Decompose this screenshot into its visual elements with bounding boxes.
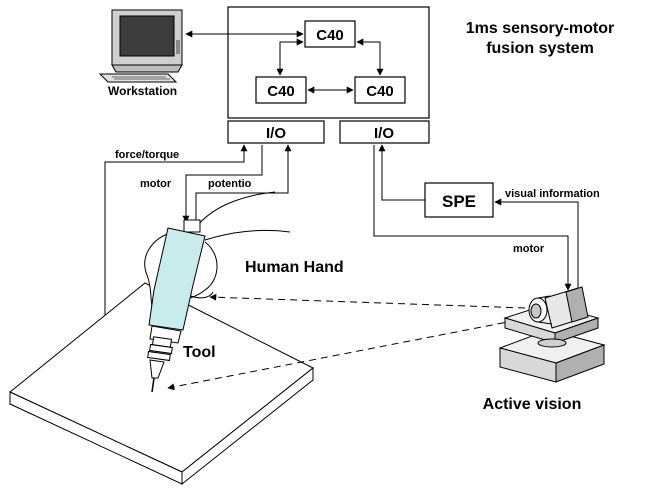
system-title-line2: fusion system [486,40,594,57]
io-right-box: I/O [339,120,430,144]
workstation-label: Workstation [108,84,177,98]
sight-line-tool [167,317,529,391]
motor-right-arrow [373,145,572,291]
c40-top-left-arrow [276,38,304,76]
spe-label: SPE [442,192,476,211]
motor-left-label: motor [140,178,172,190]
tool-illustration [147,219,206,393]
c40-left-label: C40 [267,83,295,100]
workstation-computer-icon [98,9,183,83]
io-left-label: I/O [266,125,286,142]
c40-top-right-arrow [356,38,384,76]
potentio-arrow [195,144,292,222]
visual-information-label: visual information [505,188,600,200]
sight-line-hand [209,293,526,309]
active-vision-camera-icon [498,286,606,383]
io-right-label: I/O [374,125,394,142]
motor-left-arrow [182,145,263,223]
spe-box: SPE [424,182,494,218]
human-hand-label: Human Hand [245,259,344,276]
active-vision-label: Active vision [483,396,582,413]
motor-right-label: motor [513,243,545,255]
c40-right-box: C40 [354,76,406,104]
tool-label: Tool [183,344,216,361]
work-table [9,282,314,486]
io-left-box: I/O [227,120,325,144]
c40-right-label: C40 [366,83,394,100]
force-torque-label: force/torque [115,149,179,161]
visual-information-arrow [494,198,579,295]
c40-top-box: C40 [304,20,356,48]
potentio-label: potentio [208,178,252,190]
c40-top-label: C40 [316,27,344,44]
spe-to-io-arrow [378,144,425,201]
c40-left-box: C40 [255,76,307,104]
system-title-line1: 1ms sensory-motor [466,20,615,37]
